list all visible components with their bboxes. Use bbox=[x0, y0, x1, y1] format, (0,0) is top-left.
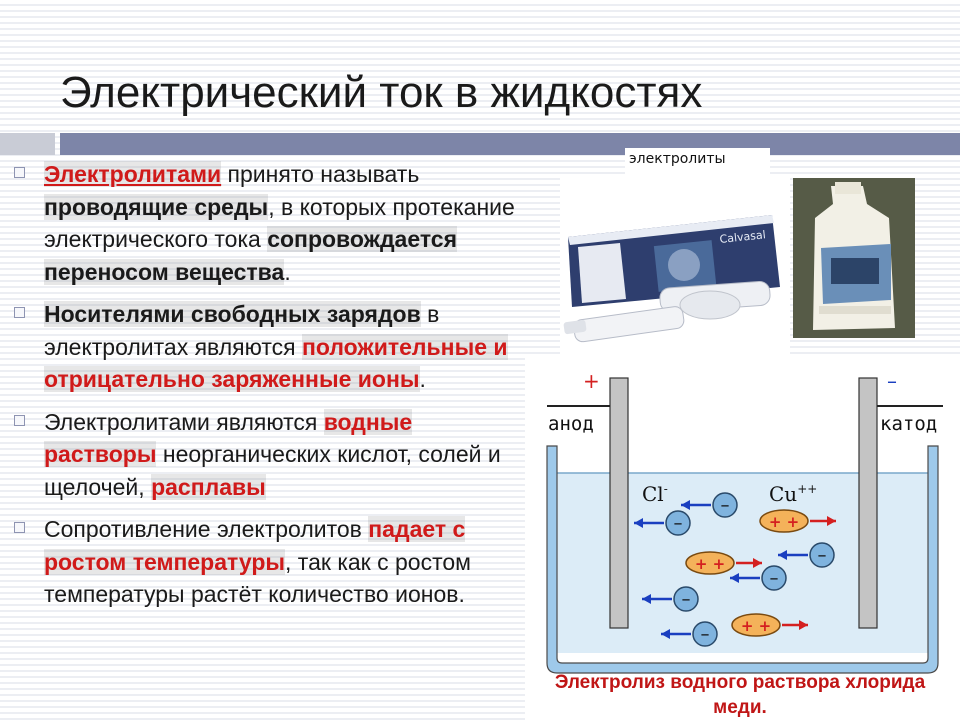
bullet-text: проводящие среды bbox=[44, 193, 269, 220]
bullet-text: . bbox=[284, 258, 291, 285]
bullet-item: Электролитами являются водные растворы н… bbox=[14, 406, 529, 504]
bullet-text: . bbox=[419, 366, 426, 392]
bullet-text: неорганических кислот, солей и щелочей, bbox=[44, 441, 501, 500]
anode-label: анод bbox=[548, 413, 594, 435]
cathode-label: катод bbox=[880, 413, 937, 435]
electrolyte-tube-photo: Calvasal bbox=[560, 175, 790, 355]
photo-label: электролиты bbox=[625, 148, 770, 174]
bullet-text: Электролитами bbox=[44, 161, 222, 187]
cation-arrow bbox=[736, 558, 762, 568]
cathode-sign: – bbox=[887, 369, 897, 393]
anion-sign: – bbox=[701, 624, 710, 645]
anion-sign: – bbox=[721, 495, 730, 516]
electrolyte-bottle-photo bbox=[793, 178, 915, 338]
anion bbox=[665, 510, 691, 536]
bullet-text: , в которых протекание электрического то… bbox=[44, 193, 515, 253]
cation-sign: + + bbox=[769, 513, 799, 531]
anion-label: Cl- bbox=[642, 482, 668, 506]
diagram-caption: Электролиз водного раствора хлорида меди… bbox=[554, 672, 926, 718]
cation-sign: + + bbox=[695, 555, 725, 573]
anion-sign: – bbox=[770, 568, 779, 589]
bullet-item: Носителями свободных зарядов в электроли… bbox=[14, 298, 529, 396]
bullet-list: Электролитами принято называть проводящи… bbox=[14, 158, 529, 621]
cation-arrow bbox=[810, 516, 836, 526]
bullet-text: расплавы bbox=[151, 473, 266, 500]
bullet-text: , так как с ростом температуры растёт ко… bbox=[44, 548, 471, 608]
bullet-text: Сопротивление электролитов bbox=[44, 516, 369, 542]
anion-sign: – bbox=[674, 513, 683, 534]
title-divider-right bbox=[60, 133, 960, 155]
cation-label: Cu++ bbox=[769, 482, 817, 506]
bullet-marker bbox=[14, 414, 25, 426]
bullet-item: Электролитами принято называть проводящи… bbox=[14, 158, 529, 288]
anion-arrow bbox=[634, 518, 664, 528]
anion-sign: – bbox=[818, 545, 827, 566]
bullet-marker bbox=[14, 307, 25, 318]
anion bbox=[809, 542, 835, 568]
svg-text:Calvasal: Calvasal bbox=[719, 228, 766, 246]
anion bbox=[761, 565, 787, 591]
anion bbox=[712, 492, 738, 518]
bullet-text: Электролитами являются bbox=[44, 408, 324, 435]
anion-arrow bbox=[642, 594, 672, 604]
title-divider-left bbox=[0, 133, 55, 155]
cation-arrow bbox=[782, 620, 808, 630]
cation bbox=[731, 613, 781, 637]
vessel bbox=[546, 445, 939, 674]
anion-arrow bbox=[681, 500, 711, 510]
title-divider bbox=[0, 133, 960, 155]
ion-group: ––––––+ ++ ++ + bbox=[634, 492, 836, 647]
slide-title: Электрический ток в жидкостях bbox=[60, 68, 703, 117]
bullet-text: в электролитах являются bbox=[44, 301, 440, 360]
bullet-text: принято называть bbox=[221, 161, 420, 187]
electrolysis-diagram: + анод – катод Cl- Cu++ ––––––+ ++ ++ + bbox=[525, 358, 960, 720]
bullet-marker bbox=[14, 522, 25, 533]
anion bbox=[692, 621, 718, 647]
anion-sign: – bbox=[682, 589, 691, 610]
cation bbox=[685, 551, 735, 575]
anion-arrow bbox=[730, 573, 760, 583]
anode-electrode bbox=[609, 377, 629, 629]
anion-arrow bbox=[661, 629, 691, 639]
cathode-electrode bbox=[858, 377, 878, 629]
anion bbox=[673, 586, 699, 612]
anode-sign: + bbox=[583, 369, 600, 393]
bullet-item: Сопротивление электролитов падает с рост… bbox=[14, 513, 529, 611]
bullet-text: Носителями свободных зарядов bbox=[44, 301, 421, 327]
anion-arrow bbox=[778, 550, 808, 560]
bullet-marker bbox=[14, 167, 25, 178]
cation bbox=[759, 509, 809, 533]
cation-sign: + + bbox=[741, 617, 771, 635]
